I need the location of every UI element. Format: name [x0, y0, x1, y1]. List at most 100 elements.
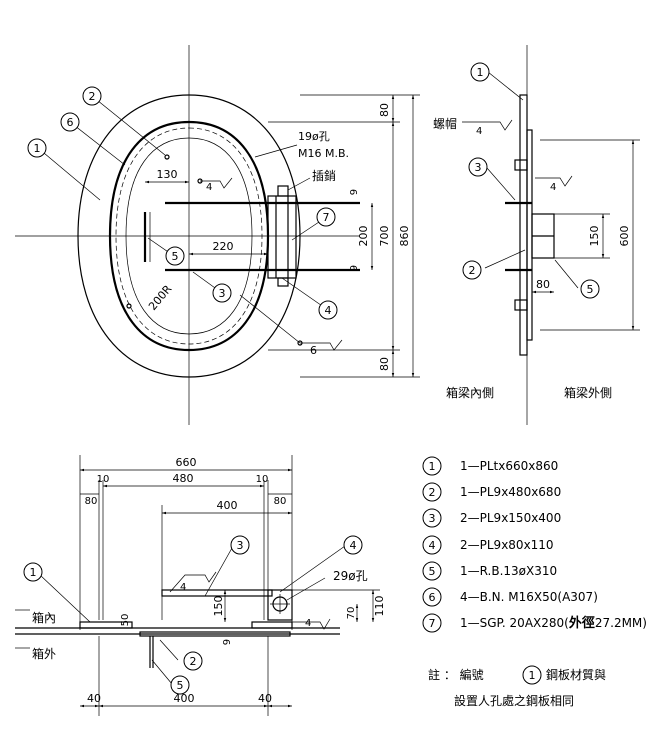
label-box-inside: 箱梁內側 [446, 385, 494, 400]
note-line1-tail: 鋼板材質與 [546, 667, 606, 682]
dim-9-bottom: 9 [349, 265, 360, 271]
dim-150-section: 150 [212, 596, 225, 617]
dim-80-top: 80 [378, 103, 391, 117]
svg-text:4: 4 [350, 539, 357, 552]
svg-text:1: 1 [477, 66, 484, 79]
dim-80-left: 80 [85, 496, 98, 507]
bolt-hole [126, 303, 132, 309]
legend-text-4: 2—PL9x80x110 [460, 538, 554, 552]
plate-2-section [526, 129, 533, 341]
legend-num-3 [422, 508, 442, 528]
dim-860: 860 [398, 226, 411, 247]
dim-660: 660 [176, 456, 197, 469]
dim-40-left: 40 [87, 692, 101, 705]
callout-1-section [23, 562, 43, 582]
callout-3 [212, 283, 232, 303]
dim-10-right: 10 [256, 474, 269, 485]
legend-num-7 [422, 613, 442, 633]
svg-text:1: 1 [429, 460, 436, 473]
svg-text:2: 2 [190, 655, 197, 668]
weld-6: 6 [310, 344, 317, 357]
callout-5 [165, 246, 185, 266]
nut-upper [514, 159, 528, 171]
dim-80-bottom: 80 [378, 357, 391, 371]
dim-9-section: 9 [222, 639, 233, 645]
svg-text:6: 6 [429, 591, 436, 604]
svg-text:5: 5 [172, 250, 179, 263]
side-view: 600 150 80 螺帽 4 4 箱梁內側 箱梁外側 [433, 45, 640, 425]
weld-4-section-b: 4 [305, 618, 311, 629]
svg-text:7: 7 [429, 617, 436, 630]
svg-text:2: 2 [469, 264, 476, 277]
plate-1-left [79, 621, 133, 629]
hinge-bar-section [161, 589, 273, 597]
plate-1-section [519, 94, 528, 356]
legend-num-5 [422, 561, 442, 581]
bolt-hole [164, 154, 170, 160]
label-hole-19: 19ø孔 [298, 130, 330, 143]
dim-200R: 200R [146, 282, 175, 313]
dim-700: 700 [378, 226, 391, 247]
label-box-out: 箱外 [32, 646, 56, 661]
legend-text-6: 4—B.N. M16X50(A307) [460, 590, 598, 604]
dim-600: 600 [618, 226, 631, 247]
svg-text:3: 3 [429, 512, 436, 525]
pin-head [277, 185, 289, 197]
top-view: 80 700 860 80 200 9 9 130 220 200R 19ø孔 … [15, 45, 420, 425]
callout-2-section [183, 651, 203, 671]
svg-text:3: 3 [237, 539, 244, 552]
nut-lower [514, 299, 528, 311]
dim-200: 200 [357, 226, 370, 247]
label-box-outside: 箱梁外側 [564, 385, 612, 400]
svg-text:3: 3 [219, 287, 226, 300]
weld-4-side-b: 4 [550, 182, 556, 193]
note-line2: 設置人孔處之鋼板相同 [454, 693, 574, 708]
callout-3-side [468, 157, 488, 177]
bracket-section [267, 589, 293, 621]
dim-50: 50 [120, 614, 131, 627]
inner-opening [125, 137, 253, 335]
legend-text-1: 1—PLtx660x860 [460, 459, 558, 473]
callout-1 [27, 138, 47, 158]
svg-text:1: 1 [30, 566, 37, 579]
legend-num-1 [422, 456, 442, 476]
callout-5-side [580, 279, 600, 299]
legend-num-4 [422, 535, 442, 555]
svg-text:5: 5 [587, 283, 594, 296]
dim-80-side: 80 [536, 278, 550, 291]
outer-plate-outline [77, 94, 301, 378]
weld-4-top: 4 [206, 182, 212, 193]
label-nut: 螺帽 [433, 116, 457, 131]
dim-400-bottom: 400 [174, 692, 195, 705]
legend-text-3: 2—PL9x150x400 [460, 511, 561, 525]
parts-legend: 1 1—PLtx660x860 2 1—PL9x480x680 3 2—PL9x… [422, 456, 647, 633]
callout-4-section [343, 535, 363, 555]
callout-1-side [470, 62, 490, 82]
svg-text:6: 6 [67, 116, 74, 129]
callout-7 [316, 207, 336, 227]
svg-text:5: 5 [429, 565, 436, 578]
svg-text:1: 1 [529, 669, 536, 682]
note-num [522, 665, 542, 685]
svg-text:5: 5 [177, 679, 184, 692]
ring-plate-outline [108, 120, 270, 352]
note: 註 ： 編號 1 鋼板材質與 設置人孔處之鋼板相同 [428, 665, 606, 708]
callout-6 [60, 112, 80, 132]
label-pin: 插銷 [312, 168, 336, 183]
label-hole-29: 29ø孔 [333, 569, 368, 583]
dim-10-left: 10 [97, 474, 110, 485]
dim-130: 130 [157, 168, 178, 181]
dim-150: 150 [588, 226, 601, 247]
legend-text-7: 1—SGP. 20AX280(外徑27.2MM) [460, 615, 647, 631]
callout-3-section [230, 535, 250, 555]
callout-2 [82, 86, 102, 106]
legend-num-6 [422, 587, 442, 607]
note-prefix: 註 ： 編號 [428, 667, 484, 682]
weld-4-side-a: 4 [476, 126, 482, 137]
label-m16-bolt: M16 M.B. [298, 147, 349, 160]
dim-70: 70 [346, 607, 357, 620]
dim-480: 480 [173, 472, 194, 485]
callout-4 [318, 300, 338, 320]
dim-220: 220 [213, 240, 234, 253]
